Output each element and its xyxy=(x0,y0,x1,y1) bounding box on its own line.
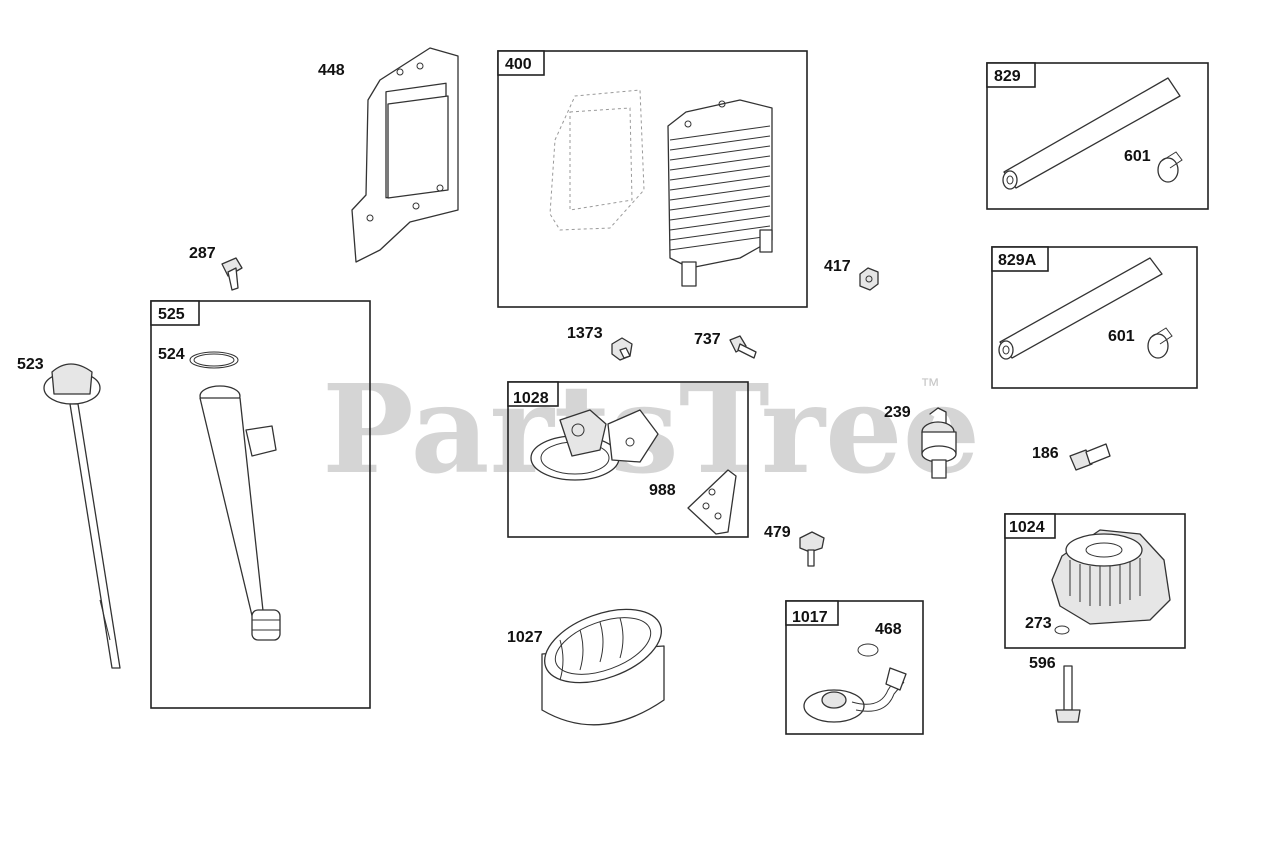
label-988[interactable]: 988 xyxy=(649,482,676,499)
box-1024 xyxy=(1004,513,1186,649)
box-829 xyxy=(986,62,1209,210)
label-448[interactable]: 448 xyxy=(318,62,345,79)
box-829a-tag xyxy=(991,246,1049,272)
box-1024-label[interactable]: 1024 xyxy=(1009,519,1045,536)
box-525 xyxy=(150,300,371,709)
box-400-tag xyxy=(497,50,545,76)
label-524[interactable]: 524 xyxy=(158,346,185,363)
part-239-pressure-switch[interactable] xyxy=(921,407,957,479)
label-523[interactable]: 523 xyxy=(17,356,44,373)
box-829a xyxy=(991,246,1198,389)
label-417[interactable]: 417 xyxy=(824,258,851,275)
label-601-a[interactable]: 601 xyxy=(1124,148,1151,165)
part-1017-oil-pickup[interactable] xyxy=(803,667,907,723)
part-448-bracket[interactable] xyxy=(351,47,459,263)
part-1027-oil-filter[interactable] xyxy=(535,595,672,726)
part-596-bolt[interactable] xyxy=(1055,665,1081,723)
watermark-trademark: ™ xyxy=(920,375,940,397)
box-400-label[interactable]: 400 xyxy=(505,56,532,73)
box-525-tag xyxy=(150,300,200,326)
box-1028-tag xyxy=(507,381,559,407)
part-523-dipstick[interactable] xyxy=(43,363,121,669)
label-596[interactable]: 596 xyxy=(1029,655,1056,672)
box-829-label[interactable]: 829 xyxy=(994,68,1021,85)
box-1028-label[interactable]: 1028 xyxy=(513,390,549,407)
part-1024-oil-pump[interactable] xyxy=(1051,529,1171,625)
part-287-bolt[interactable] xyxy=(221,257,243,291)
part-273-washer[interactable] xyxy=(1054,625,1070,635)
part-601-clamp-a[interactable] xyxy=(1157,151,1183,183)
part-737-bolt[interactable] xyxy=(729,335,757,359)
label-1027[interactable]: 1027 xyxy=(507,629,543,646)
part-829a-hose[interactable] xyxy=(998,257,1163,360)
label-239[interactable]: 239 xyxy=(884,404,911,421)
part-1028-oil-filter-adapter[interactable] xyxy=(530,409,659,481)
box-1024-tag xyxy=(1004,513,1056,539)
label-468[interactable]: 468 xyxy=(875,621,902,638)
part-601-clamp-b[interactable] xyxy=(1147,327,1173,359)
label-1373[interactable]: 1373 xyxy=(567,325,603,342)
part-400-oil-cooler[interactable] xyxy=(549,89,773,287)
box-1017-tag xyxy=(785,600,839,626)
label-601-b[interactable]: 601 xyxy=(1108,328,1135,345)
part-417-nut[interactable] xyxy=(859,267,879,291)
part-479-bolt[interactable] xyxy=(799,531,825,567)
box-525-label[interactable]: 525 xyxy=(158,306,185,323)
part-525-dipstick-tube[interactable] xyxy=(199,385,281,641)
box-1017 xyxy=(785,600,924,735)
part-468-o-ring[interactable] xyxy=(857,643,879,657)
box-829-tag xyxy=(986,62,1036,88)
part-186-fitting[interactable] xyxy=(1069,443,1111,471)
box-1017-label[interactable]: 1017 xyxy=(792,609,828,626)
label-186[interactable]: 186 xyxy=(1032,445,1059,462)
part-829-hose[interactable] xyxy=(1002,77,1181,190)
part-1373-bolt[interactable] xyxy=(611,337,633,361)
label-479[interactable]: 479 xyxy=(764,524,791,541)
box-1028 xyxy=(507,381,749,538)
box-400 xyxy=(497,50,808,308)
part-988-gasket[interactable] xyxy=(687,469,737,535)
part-524-o-ring[interactable] xyxy=(189,351,239,369)
label-273[interactable]: 273 xyxy=(1025,615,1052,632)
label-737[interactable]: 737 xyxy=(694,331,721,348)
label-287[interactable]: 287 xyxy=(189,245,216,262)
box-829a-label[interactable]: 829A xyxy=(998,252,1037,269)
